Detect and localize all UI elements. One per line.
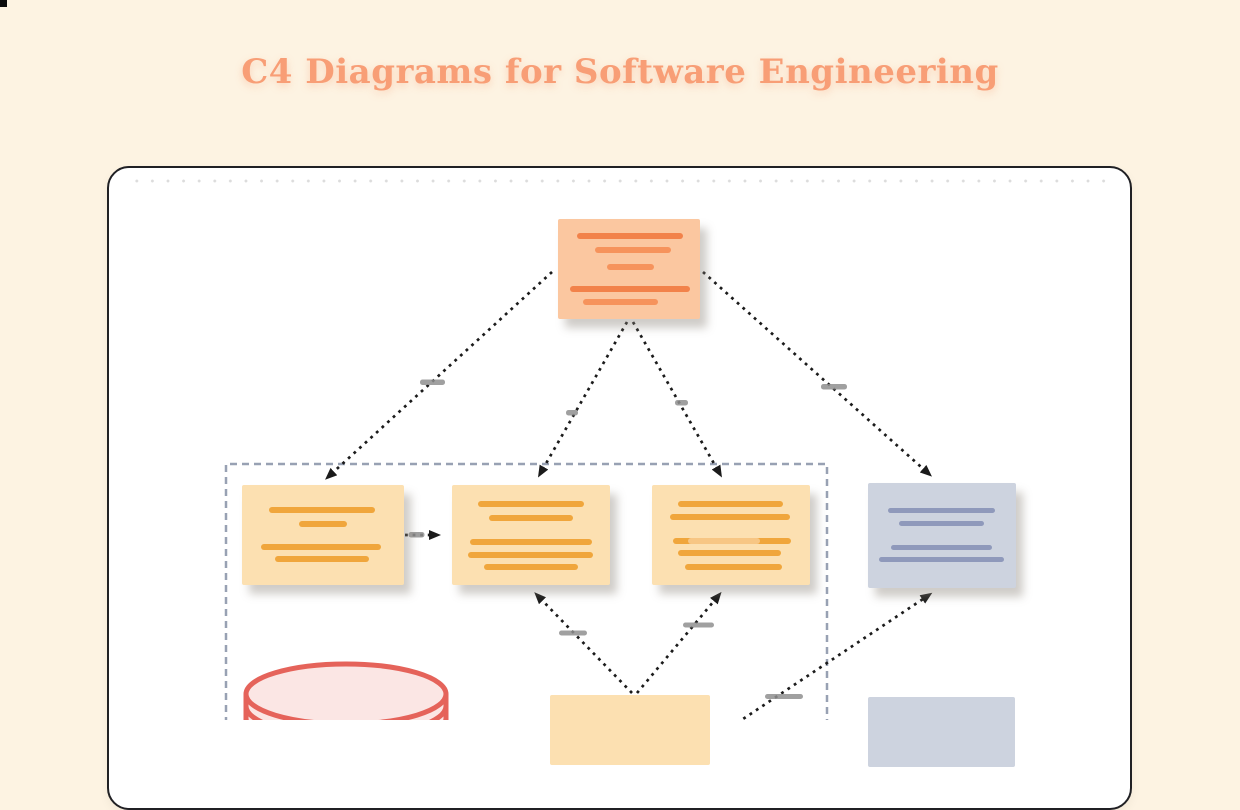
- text-line: [489, 515, 573, 521]
- text-line: [685, 564, 782, 570]
- text-line: [607, 264, 654, 270]
- text-line: [269, 507, 375, 513]
- text-line: [570, 286, 690, 292]
- text-line: [583, 299, 658, 305]
- node-context: [558, 219, 700, 319]
- text-line: [678, 550, 781, 556]
- node-container-3: [652, 485, 810, 585]
- text-line: [484, 564, 578, 570]
- text-line: [468, 552, 593, 558]
- text-line: [299, 521, 347, 527]
- text-line: [891, 545, 992, 550]
- node-external-1: [868, 483, 1016, 588]
- text-line: [261, 544, 381, 550]
- page-title: C4 Diagrams for Software Engineering: [241, 52, 999, 92]
- text-line: [879, 557, 1004, 562]
- text-line: [688, 538, 760, 544]
- text-line: [899, 521, 984, 526]
- text-line: [670, 514, 790, 520]
- text-line: [478, 501, 584, 507]
- text-line: [275, 556, 369, 562]
- node-container-1: [242, 485, 404, 585]
- text-line: [470, 539, 592, 545]
- text-line: [678, 501, 783, 507]
- node-container-4: [550, 695, 710, 765]
- node-container-2: [452, 485, 610, 585]
- canvas-dot-texture: [129, 179, 1110, 183]
- screen-corner-mark: [0, 0, 7, 7]
- text-line: [577, 233, 683, 239]
- node-external-2: [868, 697, 1015, 767]
- text-line: [888, 508, 995, 513]
- text-line: [595, 247, 671, 253]
